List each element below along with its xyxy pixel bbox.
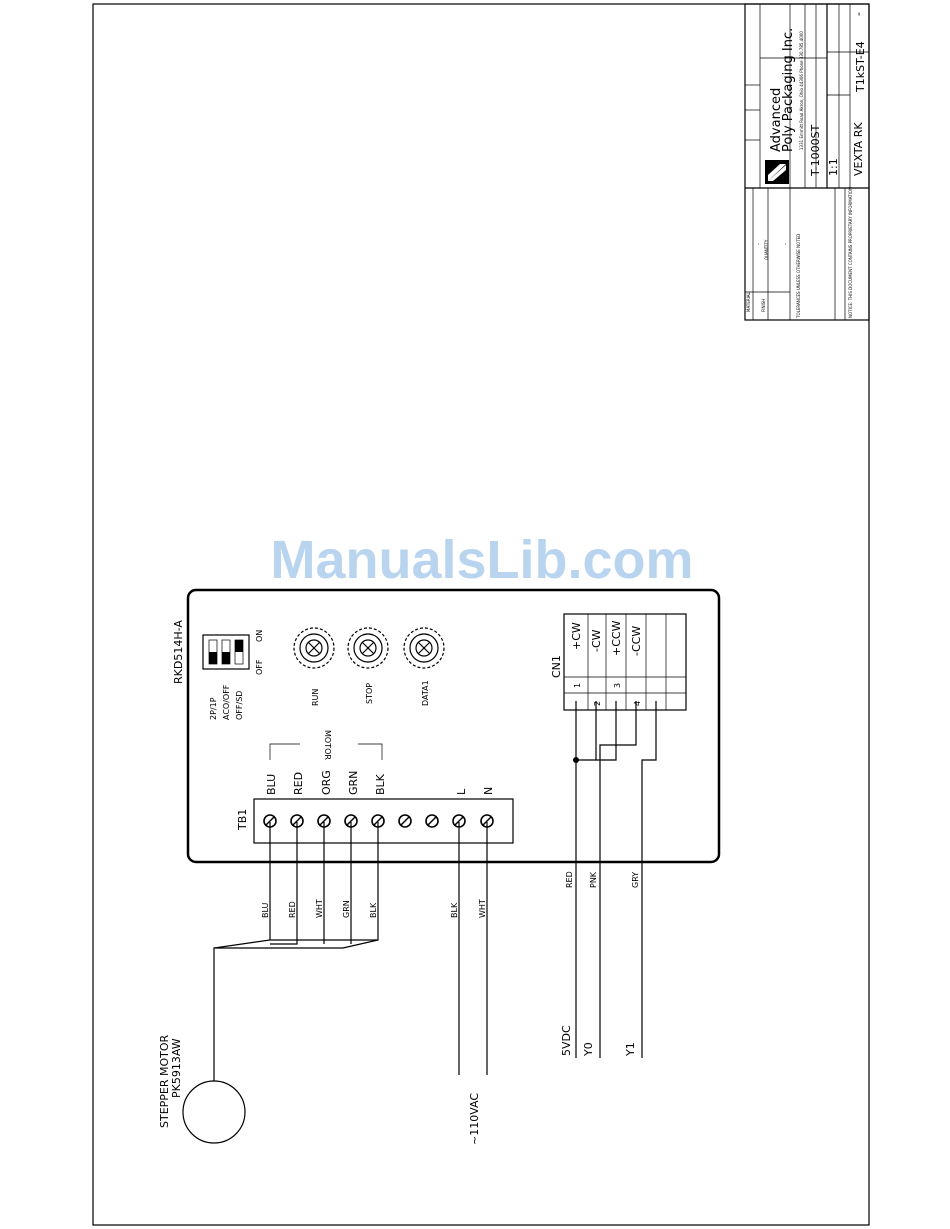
motor-wires <box>213 822 379 1060</box>
wire-color-grn: GRN <box>342 900 351 918</box>
run-dial[interactable] <box>293 627 335 669</box>
tb1-label-l: L <box>455 788 468 795</box>
run-dial-label: RUN <box>311 689 320 706</box>
wire-color-blu: BLU <box>261 902 270 918</box>
company-name-line2: Poly Packaging Inc. <box>781 28 796 152</box>
tb1-terminal-block <box>253 798 514 844</box>
tb1-screw-terminal-1 <box>263 814 277 828</box>
tb1-label-red: RED <box>292 772 305 795</box>
cn1-pin-2: 2 <box>593 701 602 706</box>
io-signal-y1: Y1 <box>624 1042 637 1057</box>
tb1-label-blu: BLU <box>265 774 278 795</box>
finish-label: FINISH <box>761 299 766 312</box>
wire-color-wht: WHT <box>315 899 324 918</box>
scale-value: 1:1 <box>827 158 840 176</box>
page-border <box>92 3 870 1226</box>
cn1-pin-3: 3 <box>613 683 622 688</box>
material-value: - <box>756 243 762 245</box>
power-wire-blk: BLK <box>450 902 459 918</box>
stop-dial[interactable] <box>347 627 389 669</box>
io-wires <box>573 701 657 1058</box>
dip-off-label: OFF <box>255 659 264 675</box>
tb1-screw-terminal-6 <box>398 814 412 828</box>
io-signal-y0: Y0 <box>582 1042 595 1057</box>
motor-label-line2: PK5913AW <box>170 1038 183 1098</box>
cn1-pin-1: 1 <box>573 683 582 688</box>
drawing-number: T1kST-E4 <box>854 41 867 93</box>
tb1-label-grn: GRN <box>347 771 360 795</box>
cn1-label: CN1 <box>550 655 563 678</box>
wire-color-blk: BLK <box>369 902 378 918</box>
proprietary-note: NOTICE: THIS DOCUMENT CONTAINS PROPRIETA… <box>848 187 853 318</box>
cn1-pin-4: 4 <box>633 701 642 706</box>
motor-label-line1: STEPPER MOTOR <box>158 1034 171 1128</box>
dip-label-2: ACO/OFF <box>222 684 231 720</box>
stop-dial-label: STOP <box>365 683 374 704</box>
company-logo-icon <box>765 160 789 184</box>
cn1-signal-4: -CCW <box>630 626 643 656</box>
quantity-label: QUANTITY <box>764 239 769 260</box>
tb1-label-n: N <box>482 787 495 795</box>
driver-enclosure <box>186 588 721 864</box>
title-block: Advanced Poly Packaging Inc. 1331 Emmitt… <box>744 3 870 321</box>
tb1-screw-terminal-3 <box>317 814 331 828</box>
power-wire-wht: WHT <box>478 899 487 918</box>
product-name: T-1000ST <box>809 124 822 177</box>
dip-on-label: ON <box>255 630 264 642</box>
tb1-label-blk: BLK <box>374 773 387 795</box>
drawing-title: VEXTA RK <box>852 122 865 176</box>
tolerance-note: TOLERANCES UNLESS OTHERWISE NOTED <box>796 234 801 319</box>
material-label: MATERIAL <box>746 291 751 312</box>
stepper-motor-icon <box>182 1080 246 1144</box>
io-wire-gry: GRY <box>631 872 640 888</box>
dip-switch[interactable] <box>202 634 250 670</box>
power-wires <box>458 822 488 1075</box>
revision-value: - <box>852 12 865 16</box>
cn1-connector <box>563 613 687 711</box>
cn1-signal-1: +CW <box>570 622 583 650</box>
tb1-screw-terminal-7 <box>425 814 439 828</box>
io-signal-5vdc: 5VDC <box>560 1025 573 1056</box>
watermark: ManualsLib.com <box>270 530 693 590</box>
dip-label-1: 2P/1P <box>209 697 218 720</box>
cn1-signal-3: +CCW <box>610 620 623 656</box>
tb1-label: TB1 <box>236 809 249 831</box>
tb1-label-org: ORG <box>320 770 333 795</box>
power-supply-label: ~110VAC <box>468 1093 481 1145</box>
cn1-signal-2: -CW <box>590 629 603 652</box>
motor-group-label: MOTOR <box>323 730 332 760</box>
finish-value: - <box>783 243 789 245</box>
motor-group-bracket <box>269 743 383 760</box>
company-name-line1: Advanced <box>769 88 784 152</box>
data1-dial[interactable] <box>403 627 445 669</box>
driver-model-label: RKD514H-A <box>172 620 185 684</box>
io-wire-pnk: PNK <box>589 871 598 888</box>
io-wire-red: RED <box>565 871 574 888</box>
company-address: 1331 Emmitt Road Akron, Ohio 44306 Phone… <box>799 31 804 150</box>
tb1-terminals <box>263 814 494 828</box>
wire-color-red: RED <box>288 901 297 918</box>
dip-label-3: OFF/SD <box>235 691 244 720</box>
data1-dial-label: DATA1 <box>421 680 430 706</box>
